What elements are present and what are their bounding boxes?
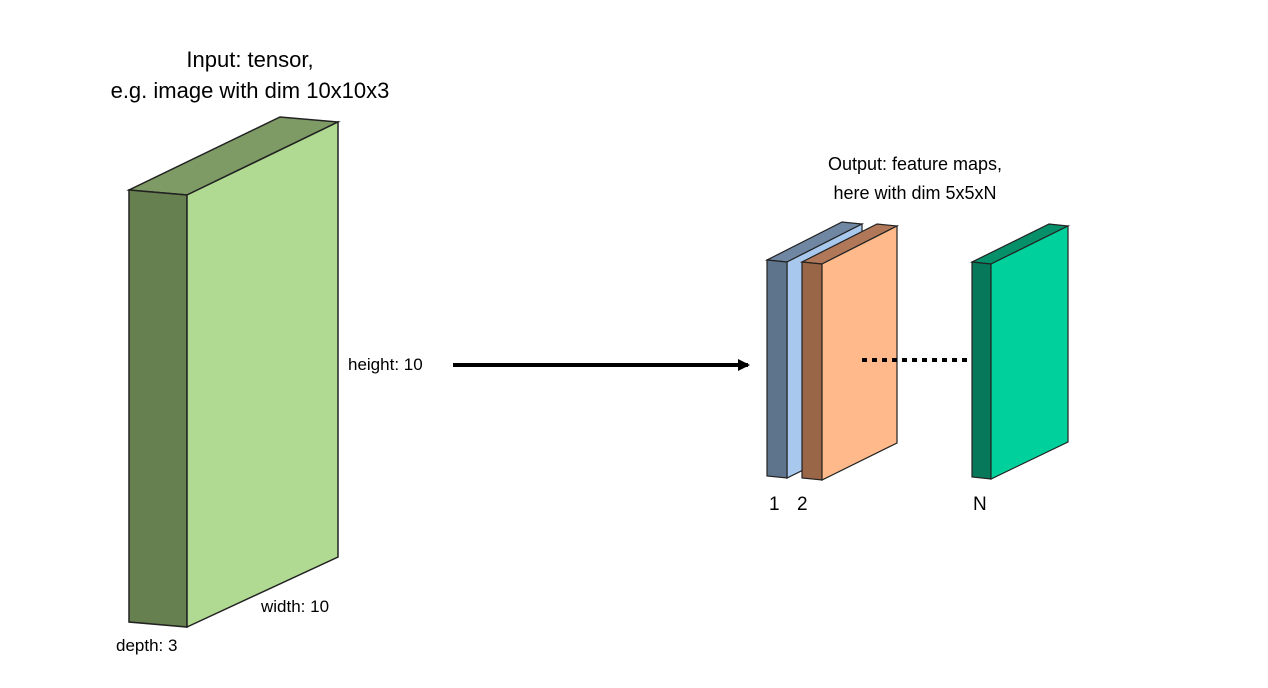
depth-label: depth: 3	[116, 636, 178, 655]
feature-map-n-side	[971, 261, 992, 480]
feature-map-label-1: 1	[769, 494, 780, 515]
output-title-line2: here with dim 5x5xN	[833, 183, 997, 203]
height-label: height: 10	[348, 355, 423, 374]
feature-map-2-front	[821, 225, 898, 481]
output-title-line1: Output: feature maps,	[827, 154, 1003, 174]
feature-map-n	[969, 223, 1071, 480]
feature-map-label-n: N	[973, 494, 987, 515]
feature-map-n-front	[990, 225, 1069, 480]
input-title-line1: Input: tensor,	[186, 47, 314, 72]
width-label: width: 10	[261, 597, 330, 616]
feature-map-1-side	[766, 259, 788, 479]
input-block-front	[186, 120, 339, 629]
input-tensor-block	[126, 116, 341, 629]
input-block-side	[128, 189, 188, 628]
feature-map-2-side	[801, 261, 823, 481]
feature-map-2	[799, 223, 900, 481]
input-title: Input: tensor, e.g. image with dim 10x10…	[85, 44, 415, 106]
feature-map-label-2: 2	[797, 494, 808, 515]
output-title: Output: feature maps, here with dim 5x5x…	[780, 150, 1050, 208]
input-title-line2: e.g. image with dim 10x10x3	[110, 78, 390, 103]
